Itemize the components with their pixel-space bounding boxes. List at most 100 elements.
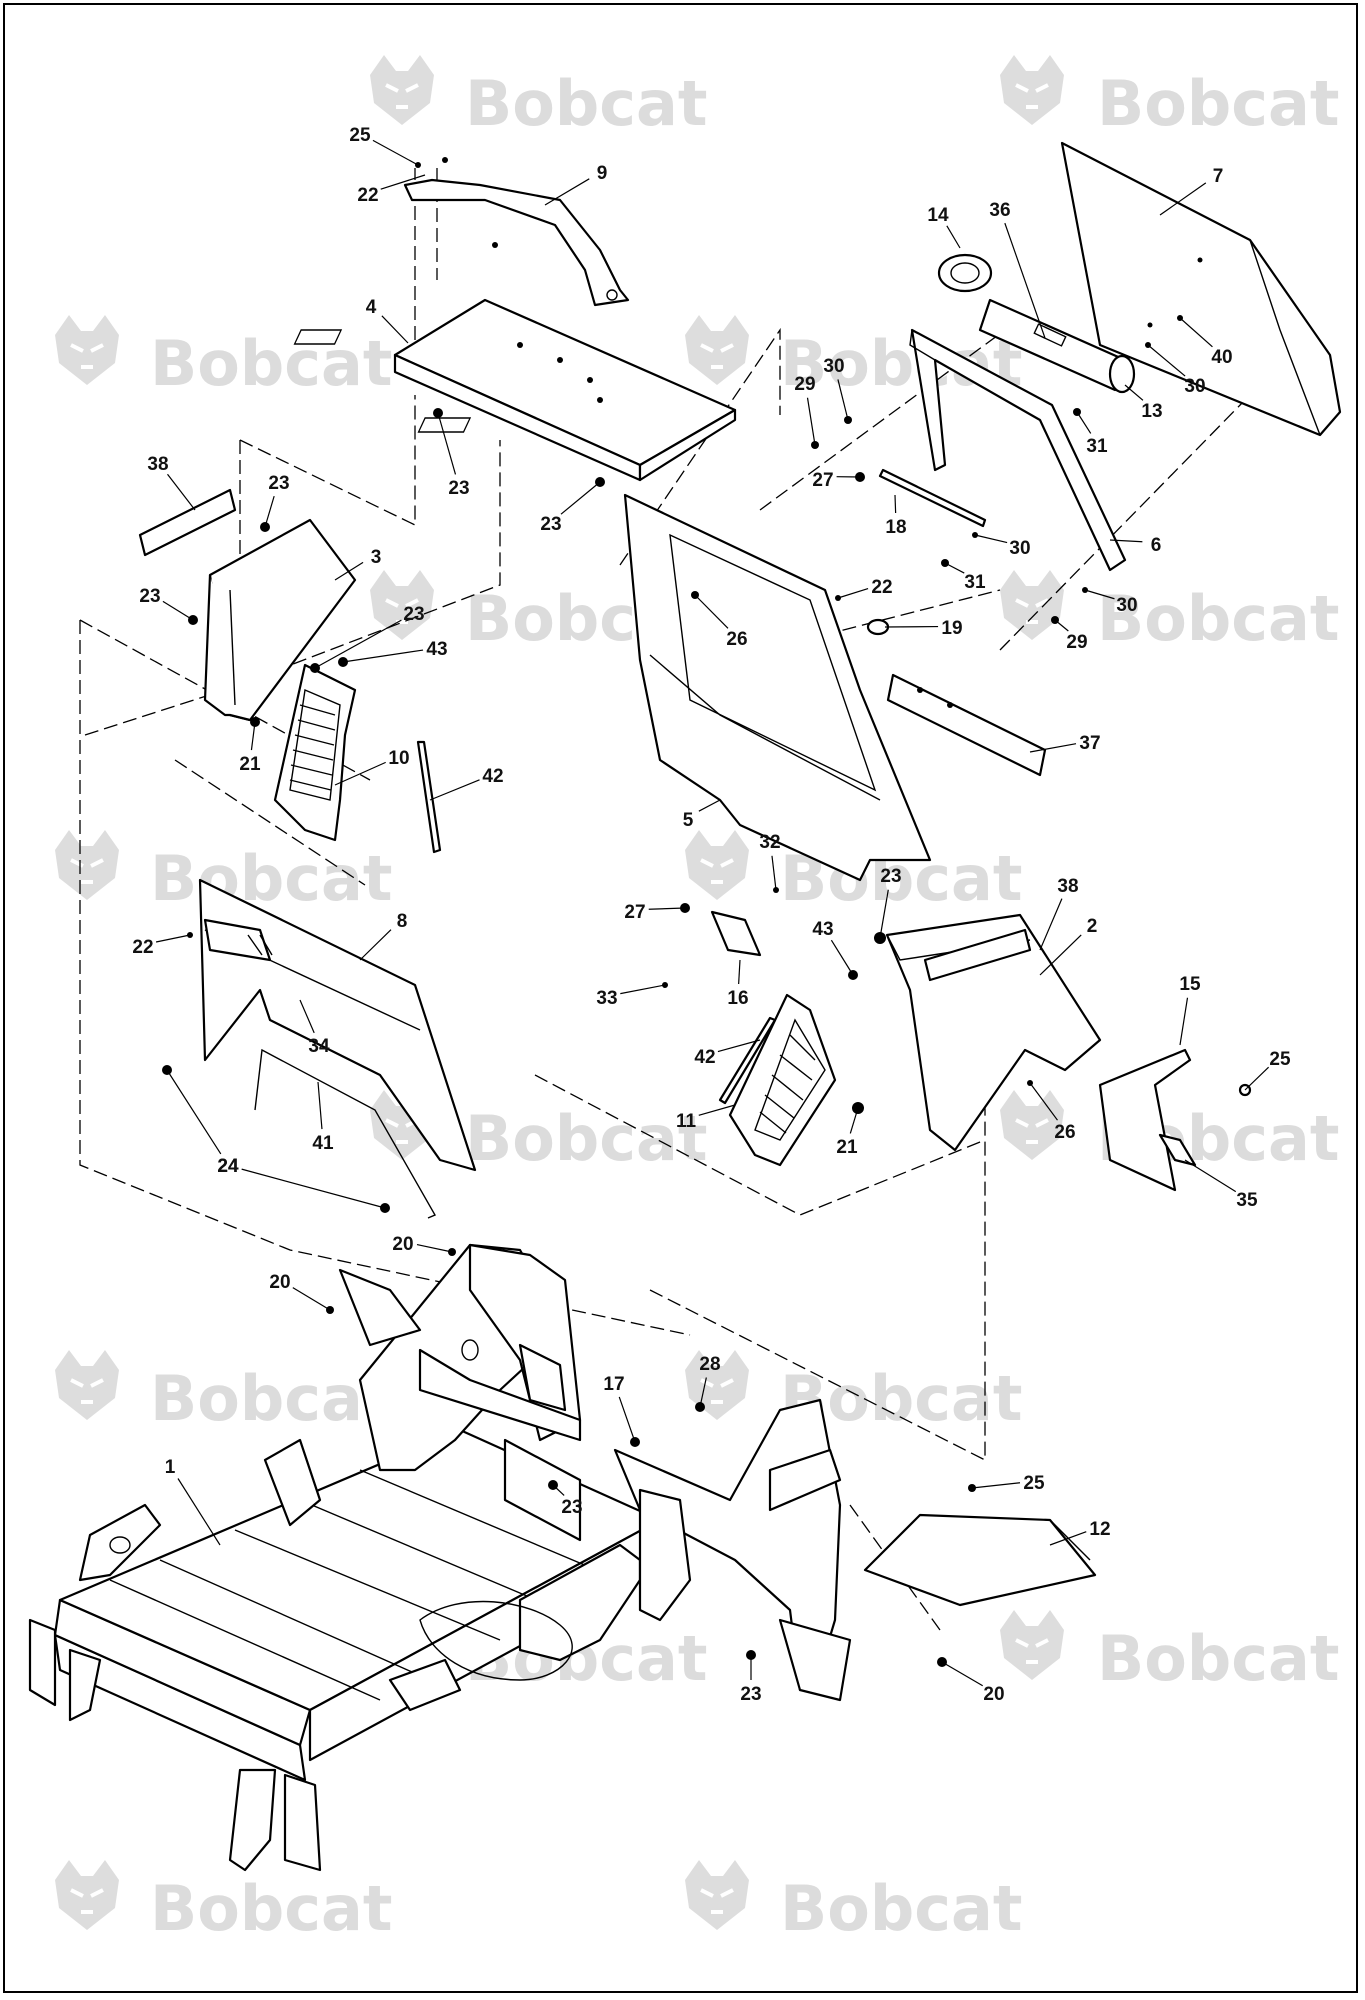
callout-leader-23 [162,600,194,621]
callout-leader-31 [1076,411,1092,434]
callout-leader-17 [618,1396,636,1443]
callout-leader-4 [381,315,409,344]
callout-leader-43 [342,649,424,663]
callout-label-34: 34 [308,1036,330,1057]
callout-label-38: 38 [147,454,168,475]
callout-label-25: 25 [1023,1473,1045,1494]
callout-label-31: 31 [964,572,986,593]
part-14-bushing [937,253,993,293]
callout-leader-35 [1184,1159,1237,1193]
callout-leader-25 [971,1482,1021,1489]
watermark-text: Bobcat [465,1102,707,1175]
callout-leader-13 [1124,384,1144,401]
callout-label-16: 16 [727,988,748,1009]
callout-leader-21 [849,1107,859,1134]
callout-label-23: 23 [139,586,160,607]
callout-label-35: 35 [1236,1190,1258,1211]
part-1-main-frame [28,1243,852,1872]
callout-label-28: 28 [699,1354,720,1375]
part-12-front-cover [863,1513,1097,1607]
callout-label-17: 17 [603,1374,624,1395]
part-37-plate [886,673,1047,777]
callout-leader-21 [250,721,256,751]
callout-label-43: 43 [426,639,447,660]
callout-leader-22 [837,588,869,599]
callout-label-21: 21 [239,754,261,775]
callout-label-24: 24 [217,1156,239,1177]
callout-label-27: 27 [812,470,833,491]
callout-label-10: 10 [388,748,409,769]
part-9-handle [403,178,630,307]
callout-leader-37 [1029,743,1077,753]
callout-leader-2 [1039,934,1082,976]
callout-leader-30 [1084,589,1115,600]
callout-leader-23 [314,619,402,669]
callout-leader-7 [1159,182,1207,216]
callout-leader-11 [698,1104,736,1116]
callout-label-38: 38 [1057,876,1078,897]
callout-label-42: 42 [694,1047,715,1068]
part-16-bracket [710,910,762,957]
callout-label-22: 22 [132,937,153,958]
callout-label-33: 33 [596,988,617,1009]
callout-label-29: 29 [1066,632,1087,653]
callout-leader-10 [334,761,386,786]
callout-label-12: 12 [1089,1519,1110,1540]
callout-label-2: 2 [1087,916,1098,937]
callout-leader-16 [738,959,741,985]
callout-label-23: 23 [740,1684,761,1705]
callout-leader-28 [699,1377,707,1408]
callout-leader-23 [437,412,457,475]
callout-label-23: 23 [880,866,901,887]
callout-label-13: 13 [1141,401,1162,422]
callout-leader-30 [974,534,1008,544]
part-8-left-hood [198,878,477,1172]
callout-leader-31 [944,562,965,574]
callout-label-8: 8 [397,911,408,932]
callout-leader-20 [292,1287,331,1311]
callout-leader-33 [620,984,666,995]
callout-label-4: 4 [366,297,377,318]
callout-label-14: 14 [927,205,949,226]
callout-leader-25 [1244,1066,1270,1091]
callout-label-3: 3 [371,547,382,568]
callout-leader-27 [648,907,686,910]
callout-label-27: 27 [624,902,645,923]
callout-label-21: 21 [836,1137,858,1158]
callout-label-30: 30 [1116,595,1137,616]
callout-leader-14 [946,225,961,249]
part-35-decal [1158,1133,1197,1167]
part-3-left-panel [203,518,357,722]
callout-leader-43 [830,939,854,976]
part-5-center-panel [623,493,932,882]
callout-leader-30 [1147,344,1186,377]
part-15-guard [1098,1048,1192,1192]
callout-label-23: 23 [403,604,424,625]
callout-leader-25 [372,139,419,166]
watermark-texts: Bobcat Bobcat Bobcat Bobcat Bobcat Bobca… [150,67,1339,1945]
callout-leader-22 [155,934,191,943]
callout-leader-23 [560,481,601,515]
callout-label-5: 5 [683,810,694,831]
part-13-pipe [978,298,1136,394]
callout-leader-32 [771,855,777,891]
watermark-layer: Bobcat Bobcat Bobcat Bobcat Bobcat Bobca… [53,53,1339,1945]
callout-label-18: 18 [885,517,906,538]
callout-leader-41 [317,1081,323,1130]
callout-leader-20 [416,1243,453,1253]
watermark-text: Bobcat [1097,582,1339,655]
callout-label-15: 15 [1179,974,1201,995]
callout-label-36: 36 [989,200,1010,221]
callout-label-9: 9 [597,163,608,184]
callout-leader-5 [698,799,721,812]
callout-leader-26 [694,594,729,629]
callout-leader-23 [264,495,275,528]
watermark-text: Bobcat [150,327,392,400]
callout-label-23: 23 [448,478,469,499]
part-10-left-grille [273,663,357,842]
part-6-bracket [909,328,1127,572]
callout-leader-29 [1054,619,1069,632]
part-18-rod [878,468,987,528]
callout-leader-9 [544,178,590,206]
callout-leader-1 [177,1478,221,1546]
